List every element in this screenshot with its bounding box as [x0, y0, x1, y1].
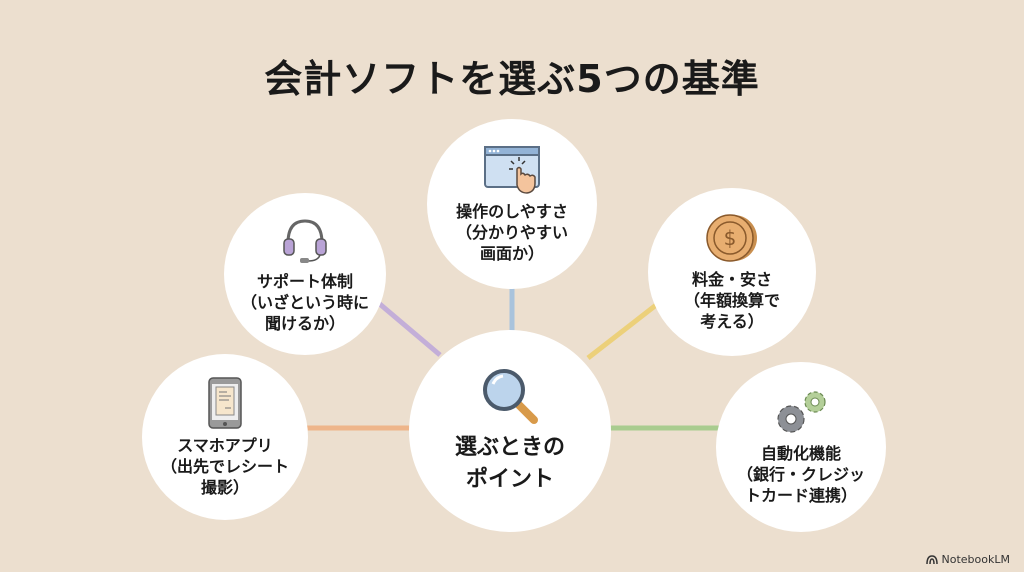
notebooklm-logo-text: NotebookLM — [941, 553, 1010, 566]
node-price: $ 料金・安さ （年額換算で 考える） — [648, 188, 816, 356]
node-usability-label: 操作のしやすさ （分かりやすい 画面か） — [455, 201, 568, 263]
node-usability: 操作のしやすさ （分かりやすい 画面か） — [427, 119, 597, 289]
coin-icon: $ — [706, 213, 757, 262]
node-support-label: サポート体制 （いざという時に 聞けるか） — [240, 271, 369, 333]
center-label: 選ぶときの ポイント — [454, 435, 565, 492]
magnifier-icon — [483, 369, 538, 424]
notebooklm-logo-icon — [925, 554, 938, 564]
smartphone-receipt-icon — [208, 376, 242, 429]
connector-support — [373, 298, 442, 357]
connector-price — [586, 300, 662, 360]
headset-icon — [283, 218, 327, 263]
gears-icon — [777, 390, 826, 433]
page-title: 会計ソフトを選ぶ5つの基準 — [264, 57, 760, 101]
node-mobile: スマホアプリ （出先でレシート 撮影） — [142, 354, 308, 520]
node-price-label: 料金・安さ （年額換算で 考える） — [683, 269, 780, 331]
node-support: サポート体制 （いざという時に 聞けるか） — [224, 193, 386, 355]
node-automation-label: 自動化機能 （銀行・クレジッ トカード連携） — [736, 443, 865, 505]
node-mobile-label: スマホアプリ （出先でレシート 撮影） — [160, 435, 289, 497]
click-window-icon — [484, 145, 540, 194]
notebooklm-logo: NotebookLM — [925, 553, 1010, 566]
node-automation: 自動化機能 （銀行・クレジッ トカード連携） — [716, 362, 886, 532]
svg-text:$: $ — [724, 226, 737, 250]
center-node: 選ぶときの ポイント — [409, 330, 611, 532]
